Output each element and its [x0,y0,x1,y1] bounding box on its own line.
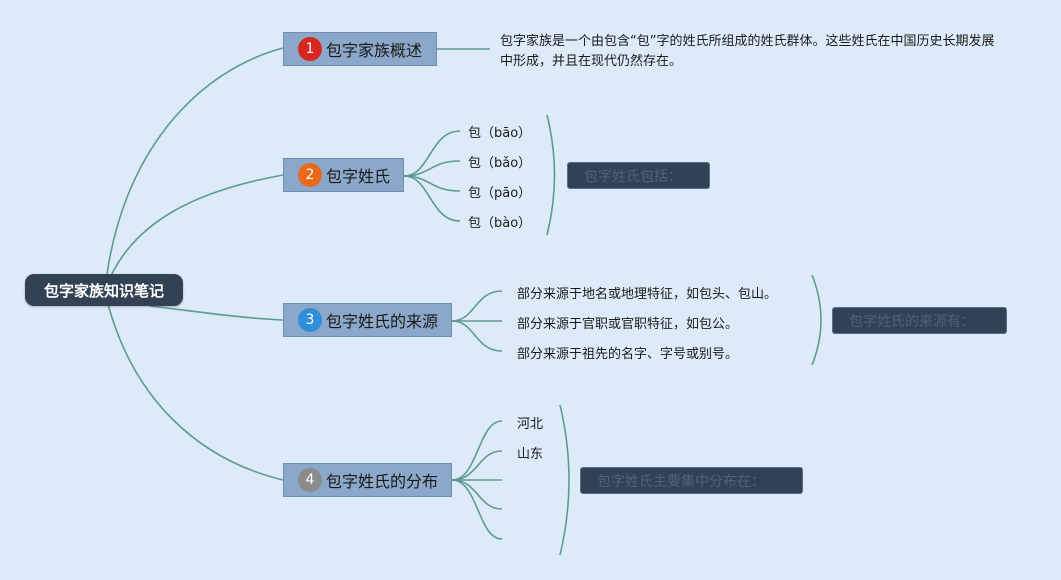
topic-distribution[interactable]: 4 包字姓氏的分布 [283,463,452,497]
distribution-item[interactable]: 山东 [517,447,544,462]
root-label: 包字家族知识笔记 [43,281,164,300]
origin-item[interactable]: 部分来源于祖先的名字、字号或别号。 [517,347,739,362]
distribution-item[interactable]: 河北 [517,417,544,432]
surname-item[interactable]: 包（bǎo） [468,156,532,171]
topic-label: 包字姓氏 [326,167,391,186]
surnames-summary[interactable]: 包字姓氏包括： [567,162,710,189]
surname-item[interactable]: 包（bāo） [468,126,532,141]
topic-label: 包字家族概述 [326,41,423,60]
root-node[interactable]: 包字家族知识笔记 [25,274,183,306]
number-3-icon: 3 [298,308,322,332]
topic-origins[interactable]: 3 包字姓氏的来源 [283,303,452,337]
origins-summary[interactable]: 包字姓氏的来源有： [832,307,1007,334]
origin-item[interactable]: 部分来源于地名或地理特征，如包头、包山。 [517,287,778,302]
topic-label: 包字姓氏的来源 [326,312,439,331]
overview-description[interactable]: 包字家族是一个由包含“包”字的姓氏所组成的姓氏群体。这些姓氏在中国历史长期发展中… [500,34,995,69]
topic-surnames[interactable]: 2 包字姓氏 [283,158,404,192]
surname-item[interactable]: 包（pāo） [468,186,532,201]
number-2-icon: 2 [298,163,322,187]
topic-label: 包字姓氏的分布 [326,472,439,491]
distribution-summary[interactable]: 包字姓氏主要集中分布在： [580,467,803,494]
origin-item[interactable]: 部分来源于官职或官职特征，如包公。 [517,317,739,332]
surname-item[interactable]: 包（bào） [468,216,532,231]
number-4-icon: 4 [298,468,322,492]
topic-overview[interactable]: 1 包字家族概述 [283,32,437,66]
number-1-icon: 1 [298,37,322,61]
